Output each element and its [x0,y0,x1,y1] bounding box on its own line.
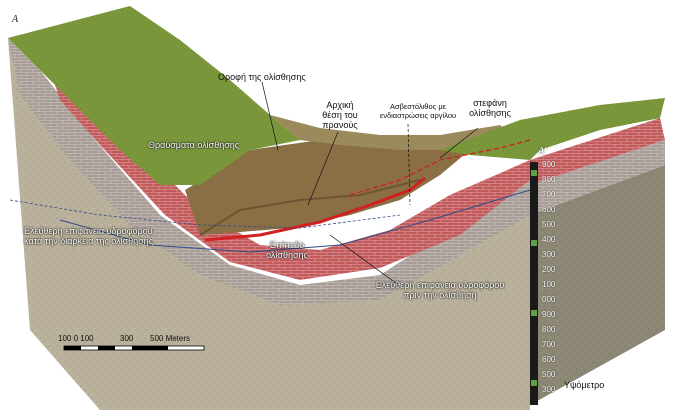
elevation-tick-label: 600 [542,205,556,214]
elevation-ruler-bar [530,162,538,405]
elevation-tick-label: 300 [542,385,556,394]
corner-label-a: A [12,14,19,25]
label-groundwater-before-line-2: πριν την ολίσθηση [403,290,477,300]
label-groundwater-before: Ελεύθερη επιφάνεια υδροφόρου πριν την ολ… [360,280,520,300]
label-groundwater-before-line-1: Ελεύθερη επιφάνεια υδροφόρου [375,280,505,290]
label-slide-plane-line-2: ολίσθησης [266,250,308,260]
scale-bar-labels: 100 0 100 300 500 Meters [58,334,208,344]
valley-floor [270,115,520,150]
scale-label-end: 500 Meters [150,334,191,343]
elevation-tick-label: 900 [542,310,556,319]
scale-bar [63,345,205,351]
label-crown: στεφάνη ολίσθησης [462,98,518,118]
landslide-mass [185,140,470,235]
elevation-tick-label: 800 [542,325,556,334]
leader-line-crown [439,127,479,159]
label-slide-plane-line-1: Επίπεδο [269,240,305,250]
label-groundwater-during-line-1: Ελεύθερη επιφάνεια υδροφόρου [24,226,153,236]
label-original-slope-line-3: πρανούς [322,120,358,130]
label-crown-line-1: στεφάνη [473,98,507,108]
scale-label-start: 100 0 100 [58,334,94,343]
elevation-tick-label: 800 [542,175,556,184]
label-groundwater-during: Ελεύθερη επιφάνεια υδροφόρου κατά την δι… [24,226,153,246]
elevation-tick-label: 200 [542,265,556,274]
label-crown-line-2: ολίσθησης [469,108,511,118]
leader-line-roof [261,81,279,151]
groundwater-table-during [9,199,401,229]
elevation-tick-label: 700 [542,340,556,349]
label-altimeter: Υψόμετρο [564,380,605,390]
scale-label-mid: 300 [120,334,134,343]
elevation-tick-label: 900 [542,160,556,169]
elevation-tick-label: 400 [542,235,556,244]
label-limestone-clay: Ασβεστόλιθος με ενδιαστρώσεις αργίλου [370,102,466,120]
elevation-tick-label: 100 [542,280,556,289]
groundwater-table-before [59,189,531,253]
elevation-tick-label: 500 [542,370,556,379]
label-limestone-line-1: Ασβεστόλιθος με [389,102,447,111]
label-roof: Οροφή της ολίσθησης [218,72,306,82]
label-groundwater-during-line-2: κατά την διάρκεια της ολίσθησης [24,236,154,246]
elevation-tick-label: 300 [542,250,556,259]
label-original-slope: Αρχική θέση του πρανούς [318,100,362,130]
leader-line-groundwater-before [329,234,401,287]
label-original-slope-line-1: Αρχική [326,100,354,110]
slip-surface-line [204,176,426,242]
label-original-slope-line-2: θέση του [322,110,358,120]
elevation-tick-label: 600 [542,355,556,364]
leader-line-original-slope [307,131,339,206]
label-limestone-line-2: ενδιαστρώσεις αργίλου [379,111,457,120]
original-slope-dashed-line [349,139,531,196]
label-slide-debris: Θραύσματα ολίσθησης [148,140,240,150]
corner-label-a-prime: A' [538,146,547,157]
elevation-tick-label: 700 [542,190,556,199]
elevation-tick-label: 500 [542,220,556,229]
leader-line-limestone [407,123,411,206]
label-slide-plane: Επίπεδο ολίσθησης [262,240,312,260]
elevation-tick-label: 000 [542,295,556,304]
